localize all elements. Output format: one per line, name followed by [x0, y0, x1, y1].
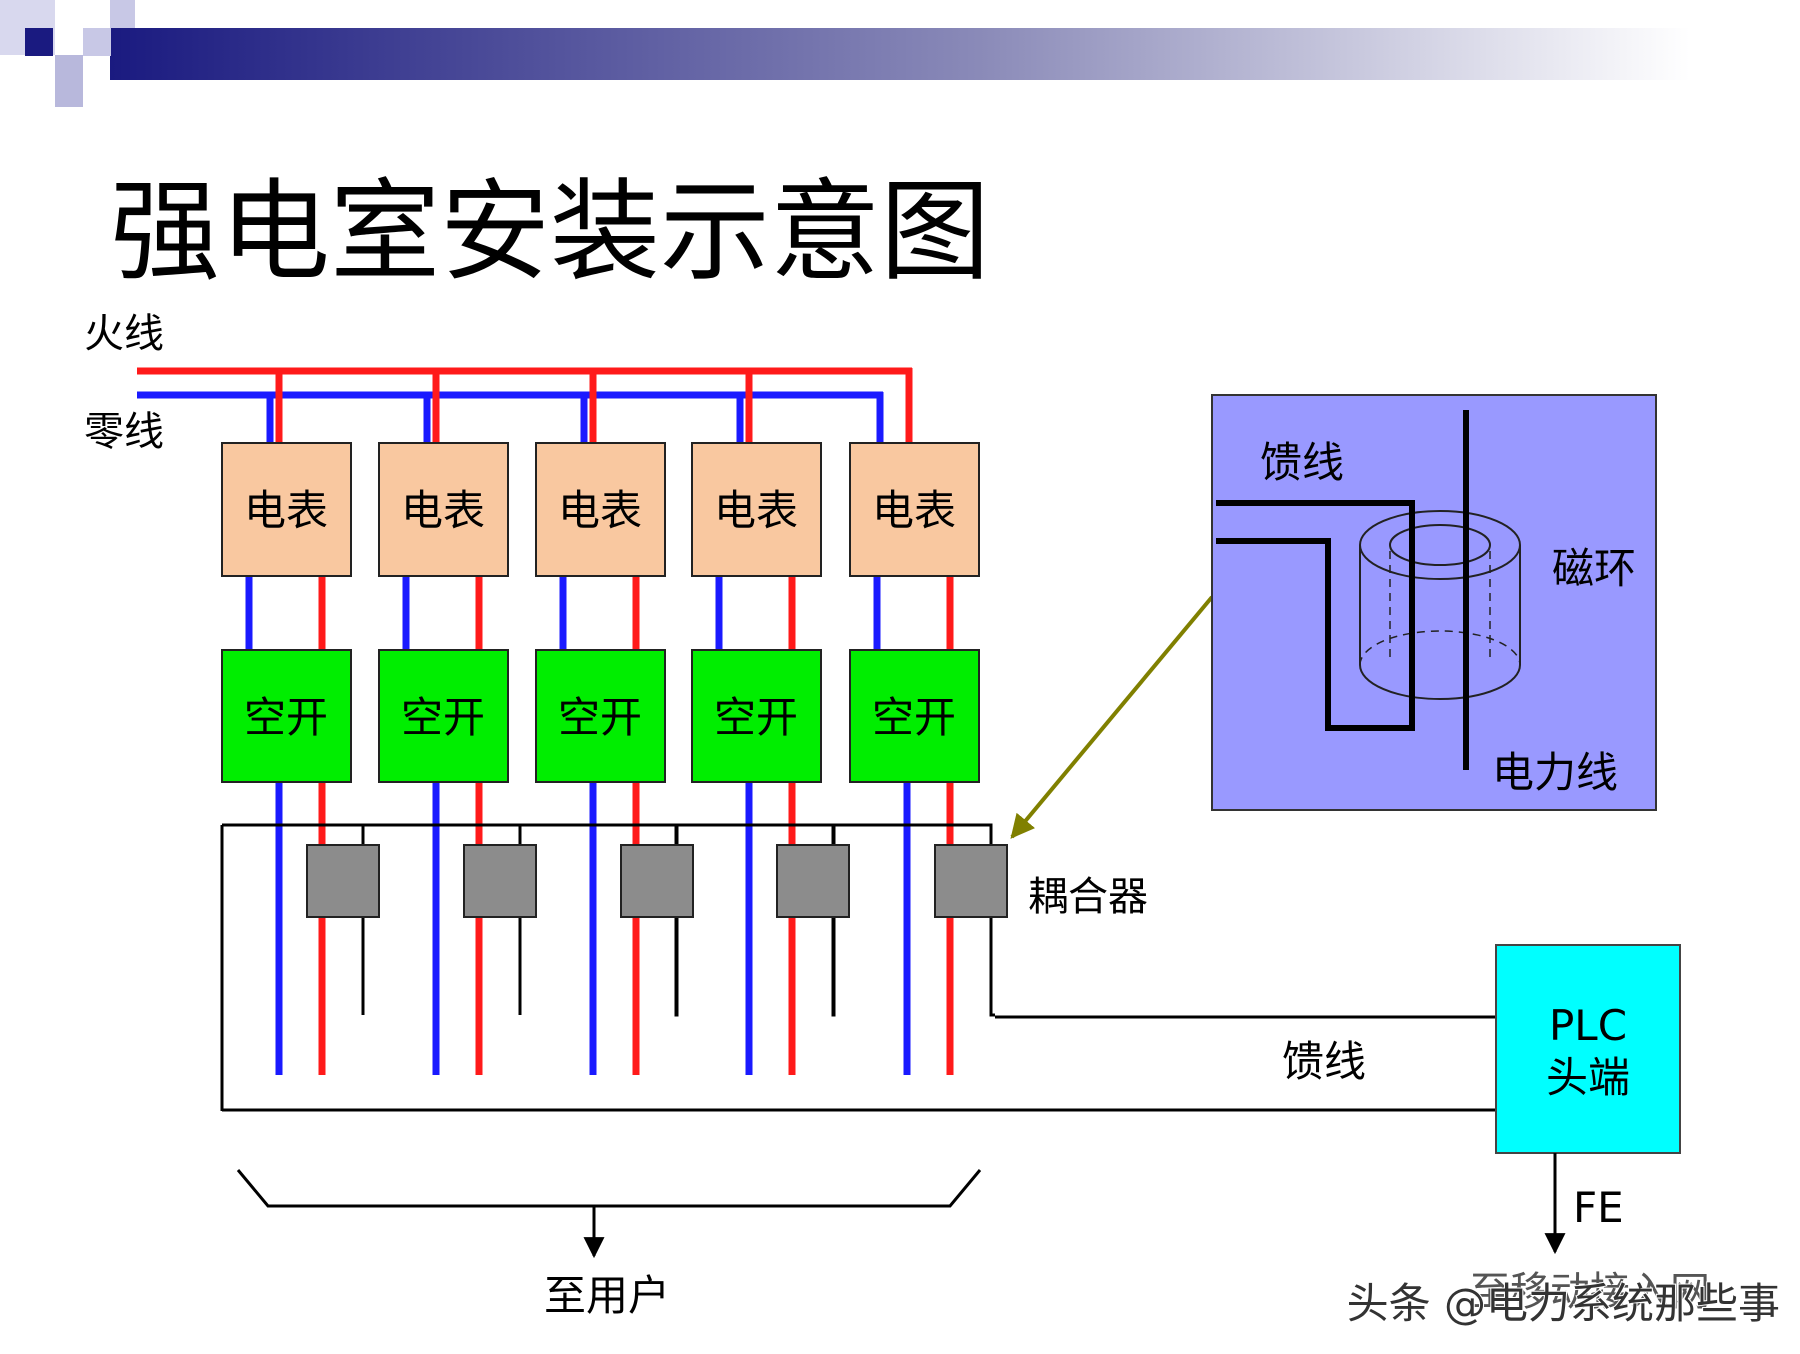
coupler-block	[620, 844, 694, 918]
breaker-box	[221, 649, 352, 783]
plc-label: PLC	[1549, 1001, 1627, 1050]
breaker-label: 空开	[558, 693, 642, 742]
ring-bottom	[1359, 664, 1521, 700]
header-square	[110, 0, 135, 28]
couplers	[306, 844, 1008, 918]
meter-box	[378, 442, 509, 577]
header-square	[83, 28, 111, 56]
inset-panel	[1211, 394, 1657, 811]
meter-label: 电表	[244, 486, 328, 535]
breaker-box	[535, 649, 666, 783]
live-wire-label: 火线	[84, 311, 164, 357]
coupler-block	[776, 844, 850, 918]
header-decoration	[0, 0, 1690, 107]
breaker-box	[378, 649, 509, 783]
fe-label: FE	[1573, 1183, 1624, 1232]
inset-pointer-arrow	[1010, 595, 1214, 839]
breaker-label: 空开	[244, 693, 328, 742]
breaker-box	[691, 649, 822, 783]
coupler-block	[306, 844, 380, 918]
coupler-block	[934, 844, 1008, 918]
to-users-label: 至用户	[544, 1271, 670, 1320]
header-bar	[110, 28, 1690, 80]
coupler-label: 耦合器	[1028, 874, 1148, 920]
inset-feeder-label: 馈线	[1260, 438, 1344, 487]
neutral-wire-label: 零线	[84, 409, 164, 455]
plc-subtitle: 头端	[1546, 1053, 1630, 1102]
header-square	[25, 28, 53, 56]
meter-label: 电表	[714, 486, 798, 535]
inset-feeder-wire	[1216, 500, 1415, 731]
watermark: 头条 @电力系统那些事	[1347, 1279, 1780, 1328]
breaker-label: 空开	[872, 693, 956, 742]
plc-box	[1495, 944, 1681, 1154]
meter-label: 电表	[558, 486, 642, 535]
ring-top-inner	[1389, 524, 1491, 566]
coupler-detail-inset: 馈线 磁环 电力线	[1211, 394, 1657, 811]
plc-head-end: PLC 头端	[1495, 944, 1681, 1154]
mobile-access-label: 至移动接入网	[1470, 1269, 1710, 1315]
meter-label: 电表	[872, 486, 956, 535]
coupler-block	[463, 844, 537, 918]
inset-ring-label: 磁环	[1552, 544, 1636, 593]
meter-label: 电表	[401, 486, 485, 535]
meter-box	[691, 442, 822, 577]
meter-box	[849, 442, 980, 577]
breaker-box	[849, 649, 980, 783]
inset-powerline-label: 电力线	[1492, 748, 1618, 797]
breaker-label: 空开	[401, 693, 485, 742]
header-square	[55, 55, 83, 107]
feeder-label: 馈线	[1282, 1037, 1366, 1086]
breaker-label: 空开	[714, 693, 798, 742]
users-bracket	[236, 1169, 982, 1208]
meter-box	[535, 442, 666, 577]
ring-bottom-hidden	[1359, 630, 1521, 666]
meter-box	[221, 442, 352, 577]
page-title: 强电室安装示意图	[110, 168, 990, 296]
